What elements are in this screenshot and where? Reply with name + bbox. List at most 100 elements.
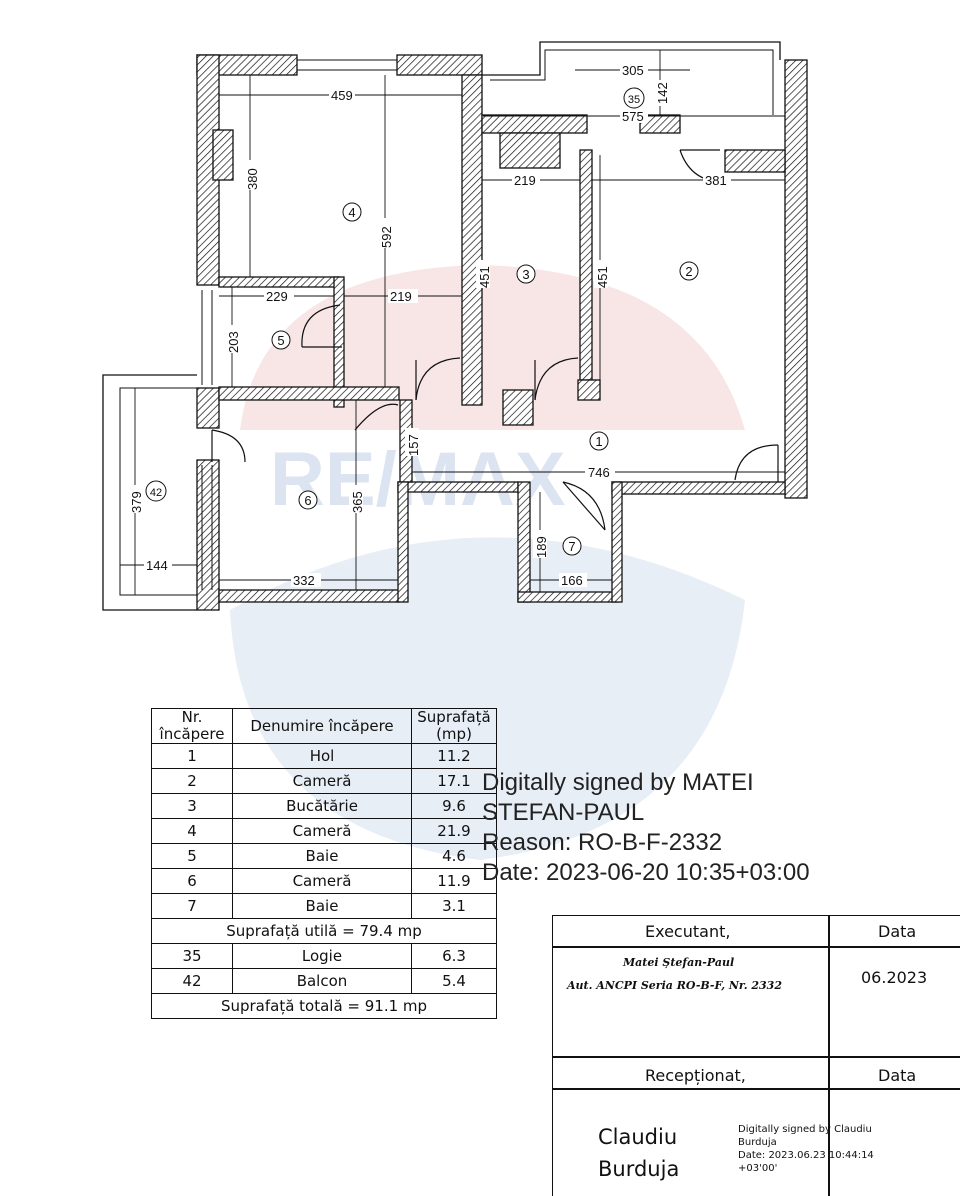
walls: [196, 54, 808, 611]
cell-name: Cameră: [232, 868, 412, 894]
cell-area: 3.1: [411, 893, 497, 919]
cell-nr: 35: [151, 943, 233, 969]
room-number-7: 7: [568, 539, 575, 554]
room-number-42: 42: [150, 487, 162, 499]
digital-line-2: Burduja: [738, 1137, 777, 1148]
dim-379: 379: [129, 491, 144, 513]
cell-nr: 2: [151, 768, 233, 794]
dim-157: 157: [406, 434, 421, 456]
dim-365: 365: [350, 491, 365, 513]
header-nr-text: Nr. încăpere: [159, 708, 225, 743]
cell-area: 4.6: [411, 843, 497, 869]
dim-381: 381: [705, 173, 727, 188]
room-number-1: 1: [595, 434, 602, 449]
logia-outline: [482, 41, 781, 76]
executant-auth: Aut. ANCPI Seria RO-B-F, Nr. 2332: [567, 979, 782, 992]
cell-name: Balcon: [232, 968, 412, 994]
useful-total: Suprafață utilă = 79.4 mp: [151, 918, 497, 944]
room-area-table: Nr. încăpere Denumire încăpere Suprafață…: [151, 708, 497, 1019]
cell-nr: 5: [151, 843, 233, 869]
header-area-text: Suprafață (mp): [417, 708, 491, 743]
balcony-outline: [102, 374, 197, 611]
approval-divider-3: [553, 1088, 960, 1090]
approval-box: Executant, Data Matei Ștefan-Paul Aut. A…: [552, 915, 960, 1196]
header-name: Denumire încăpere: [232, 708, 412, 744]
header-area: Suprafață (mp): [411, 708, 497, 744]
data-label: Data: [878, 922, 917, 941]
cell-area: 17.1: [411, 768, 497, 794]
dim-219-room4: 219: [390, 289, 412, 304]
cell-nr: 4: [151, 818, 233, 844]
dim-575: 575: [622, 109, 644, 124]
header-name-text: Denumire încăpere: [250, 716, 394, 735]
dim-189: 189: [534, 536, 549, 558]
dim-451-room2: 451: [595, 266, 610, 288]
digital-line-3: Date: 2023.06.23 10:44:14: [738, 1150, 874, 1161]
dim-142: 142: [655, 82, 670, 104]
receptionat-label: Recepționat,: [645, 1066, 746, 1085]
dim-592: 592: [379, 226, 394, 248]
dim-229: 229: [266, 289, 288, 304]
cell-name: Bucătărie: [232, 793, 412, 819]
cell-nr: 42: [151, 968, 233, 994]
cell-nr: 3: [151, 793, 233, 819]
cell-name: Cameră: [232, 818, 412, 844]
digital-signature-matei: Digitally signed by MATEI STEFAN-PAUL Re…: [482, 768, 810, 888]
approval-divider-1: [553, 946, 960, 948]
room-number-4: 4: [348, 205, 355, 220]
dim-144: 144: [146, 558, 168, 573]
grand-total-row: Suprafață totală = 91.1 mp: [151, 993, 497, 1019]
cell-name: Baie: [232, 843, 412, 869]
signature-line-3: Reason: RO-B-F-2332: [482, 829, 723, 856]
data-label-2: Data: [878, 1066, 917, 1085]
receptionat-name: Claudiu Burduja: [598, 1121, 679, 1185]
dim-459: 459: [331, 88, 353, 103]
dim-380: 380: [245, 168, 260, 190]
signature-line-2: STEFAN-PAUL: [482, 799, 645, 826]
room-number-35: 35: [628, 94, 640, 106]
signature-line-1: Digitally signed by MATEI: [482, 769, 754, 796]
dim-746: 746: [588, 465, 610, 480]
header-nr: Nr. încăpere: [151, 708, 233, 744]
digital-line-4: +03'00': [738, 1163, 778, 1174]
room-number-5: 5: [277, 333, 284, 348]
cell-name: Cameră: [232, 768, 412, 794]
dim-219-kitchen: 219: [514, 173, 536, 188]
receptionat-name-1: Claudiu: [598, 1125, 678, 1149]
cell-name: Hol: [232, 743, 412, 769]
cell-name: Baie: [232, 893, 412, 919]
cell-nr: 1: [151, 743, 233, 769]
cell-area: 6.3: [411, 943, 497, 969]
executant-name: Matei Ștefan-Paul: [623, 956, 735, 969]
room-number-2: 2: [685, 264, 692, 279]
cell-name: Logie: [232, 943, 412, 969]
floor-plan: 459 380 592 219 381 451 451 229 219 203 …: [102, 41, 808, 611]
dim-451-kitchen: 451: [477, 266, 492, 288]
cell-nr: 6: [151, 868, 233, 894]
executant-date: 06.2023: [861, 968, 928, 987]
cell-area: 21.9: [411, 818, 497, 844]
executant-label: Executant,: [645, 922, 731, 941]
cell-area: 9.6: [411, 793, 497, 819]
receptionat-name-2: Burduja: [598, 1157, 680, 1181]
room-number-6: 6: [304, 493, 311, 508]
table-header-row: Nr. încăpere Denumire încăpere Suprafață…: [151, 708, 497, 744]
grand-total: Suprafață totală = 91.1 mp: [151, 993, 497, 1019]
cell-area: 11.2: [411, 743, 497, 769]
useful-total-row: Suprafață utilă = 79.4 mp: [151, 918, 497, 944]
dim-166: 166: [561, 573, 583, 588]
room-number-3: 3: [522, 267, 529, 282]
dim-305: 305: [622, 63, 644, 78]
signature-line-4: Date: 2023-06-20 10:35+03:00: [482, 859, 810, 886]
digital-line-1: Digitally signed by Claudiu: [738, 1124, 872, 1135]
approval-divider-2: [553, 1056, 960, 1058]
